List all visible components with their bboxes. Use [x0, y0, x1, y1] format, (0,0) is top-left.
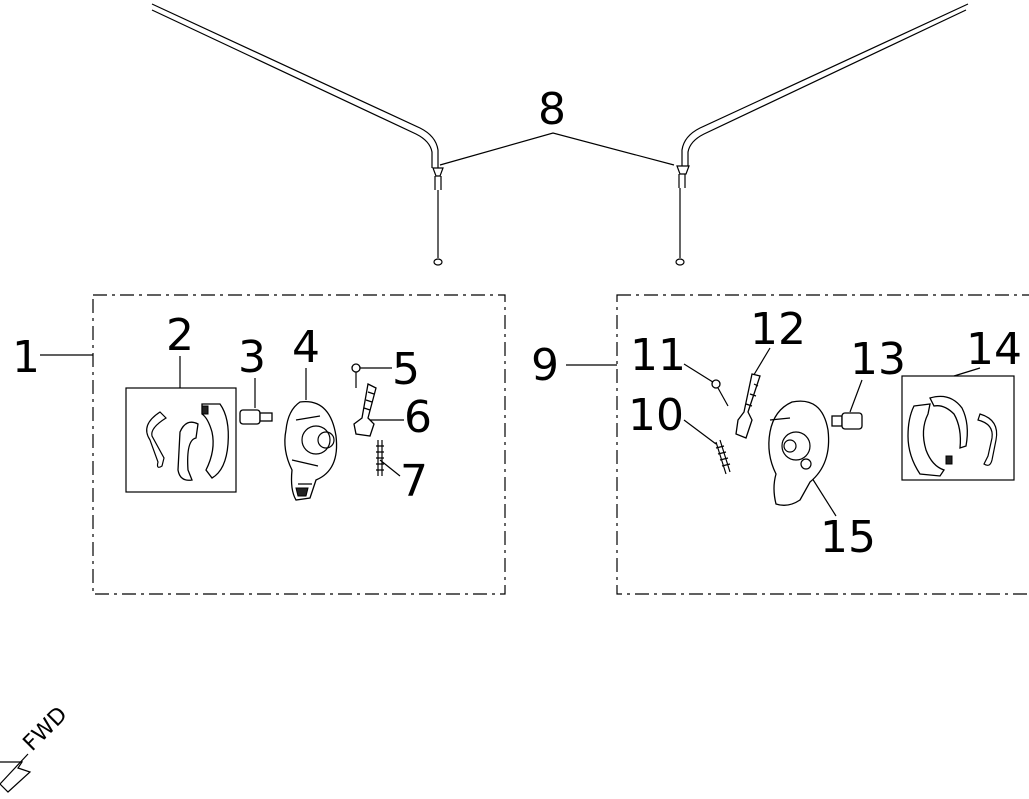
callout-5: 5: [392, 344, 420, 395]
callout-14: 14: [966, 324, 1022, 375]
brake-shoe-a: [177, 421, 199, 481]
callout-14-leader: [953, 367, 981, 377]
callout-11: 11: [630, 330, 686, 381]
brake-panel-part-4: [284, 401, 338, 501]
callout-1: 1: [12, 332, 40, 383]
brake-shoe-b: [201, 403, 229, 479]
brake-shoe-spring-left: [146, 411, 167, 468]
brake-cable-left: [151, 3, 444, 266]
bolt-part-5: [351, 363, 361, 388]
spring-part-10: [715, 439, 731, 475]
spring-part-7: [376, 440, 384, 476]
right-assembly-frame: [616, 294, 1029, 595]
callout-12-leader: [751, 347, 771, 379]
bolt-part-11: [711, 379, 729, 407]
callout-8: 8: [538, 84, 566, 135]
brake-arm-part-12: [735, 373, 761, 439]
callout-4: 4: [292, 322, 320, 373]
part-2-frame: [125, 387, 237, 493]
part-14-frame: [901, 375, 1015, 481]
callout-10-leader: [683, 419, 717, 445]
brake-shoe-c: [907, 403, 946, 477]
callout-6: 6: [404, 392, 432, 443]
brake-cam-part-13: [831, 412, 863, 430]
brake-cam-part-3: [239, 409, 273, 425]
callout-15: 15: [820, 512, 876, 563]
callout-10: 10: [628, 390, 684, 441]
brake-panel-part-15: [768, 400, 830, 506]
callout-2: 2: [166, 310, 194, 361]
brake-shoe-d: [929, 395, 968, 465]
callout-7-leader: [379, 459, 401, 477]
fwd-label: FWD: [19, 702, 73, 756]
callout-9: 9: [531, 340, 559, 391]
callout-13-leader: [849, 379, 863, 413]
brake-cable-right: [675, 3, 969, 266]
brake-arm-part-6: [353, 383, 377, 437]
left-assembly-frame: [92, 294, 506, 595]
callout-12: 12: [750, 304, 806, 355]
callout-15-leader: [811, 477, 837, 517]
callout-8-leaders: [439, 132, 675, 166]
callout-13: 13: [850, 334, 906, 385]
callout-3: 3: [238, 332, 266, 383]
forward-direction-indicator: FWD: [0, 702, 73, 793]
callout-7: 7: [400, 456, 428, 507]
callout-11-leader: [683, 363, 717, 385]
brake-shoe-spring-right: [977, 413, 998, 466]
